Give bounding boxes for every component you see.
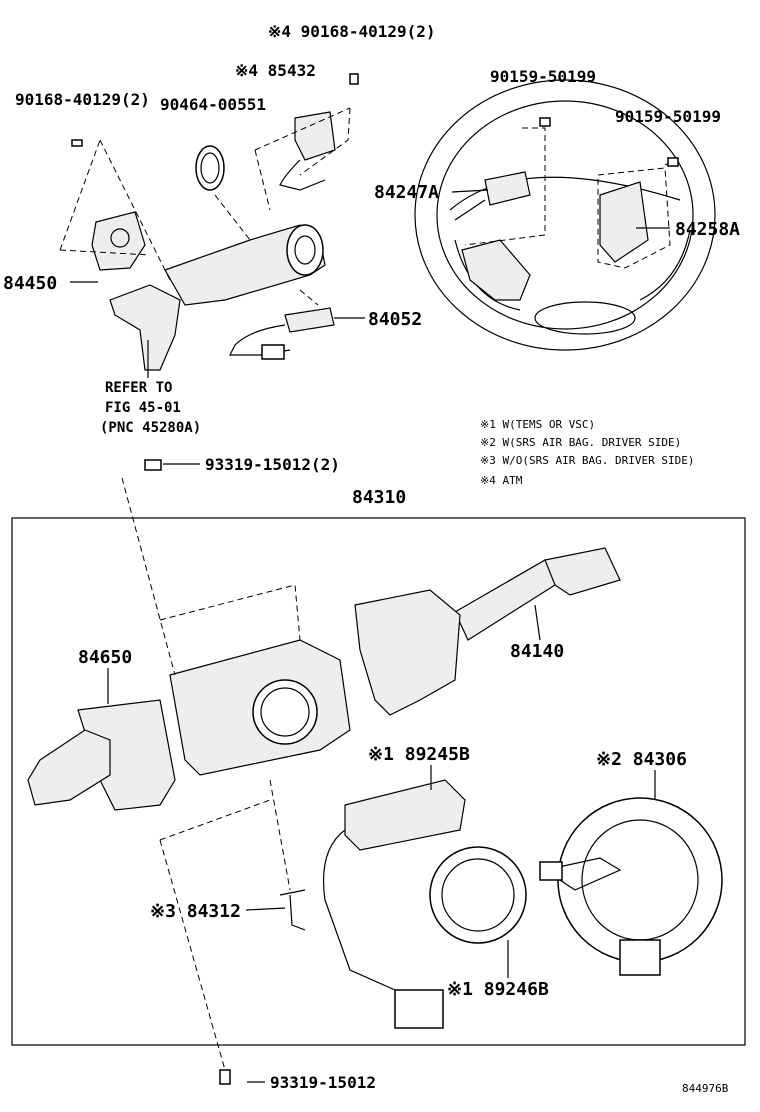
label-84052: 84052 — [368, 309, 422, 330]
leader-lines — [70, 189, 670, 1083]
label-90464: 90464-00551 — [160, 95, 266, 114]
label-89246B: ※1 89246B — [447, 979, 549, 1000]
label-84312: ※3 84312 — [150, 901, 241, 922]
lower-assembly-drawing — [27, 459, 723, 1085]
note-1: ※1 W(TEMS OR VSC) — [480, 418, 595, 431]
label-84310: 84310 — [352, 487, 406, 508]
assembly-84310-frame — [11, 517, 746, 1046]
label-84258A: 84258A — [675, 219, 740, 240]
refer-line-2: FIG 45-01 — [105, 400, 181, 416]
refer-line-1: REFER TO — [105, 380, 172, 396]
label-90168-top: ※4 90168-40129(2) — [268, 22, 436, 41]
label-84450: 84450 — [3, 273, 57, 294]
label-84140: 84140 — [510, 641, 564, 662]
label-84306: ※2 84306 — [596, 749, 687, 770]
label-89245B: ※1 89245B — [368, 744, 470, 765]
label-90168-left: 90168-40129(2) — [15, 90, 150, 109]
label-90159-b: 90159-50199 — [615, 107, 721, 126]
refer-line-3: (PNC 45280A) — [100, 420, 201, 436]
label-85432: ※4 85432 — [235, 61, 316, 80]
label-93319-bottom: 93319-15012 — [270, 1073, 376, 1092]
column-assembly-drawing — [59, 73, 359, 371]
label-90159-a: 90159-50199 — [490, 67, 596, 86]
label-84247A: 84247A — [374, 182, 439, 203]
label-84650: 84650 — [78, 647, 132, 668]
note-4: ※4 ATM — [480, 474, 523, 487]
steering-wheel-drawing — [414, 79, 716, 351]
label-93319-top: 93319-15012(2) — [205, 455, 340, 474]
note-2: ※2 W(SRS AIR BAG. DRIVER SIDE) — [480, 436, 681, 449]
figure-id: 844976B — [682, 1082, 729, 1095]
note-3: ※3 W/O(SRS AIR BAG. DRIVER SIDE) — [480, 454, 695, 467]
